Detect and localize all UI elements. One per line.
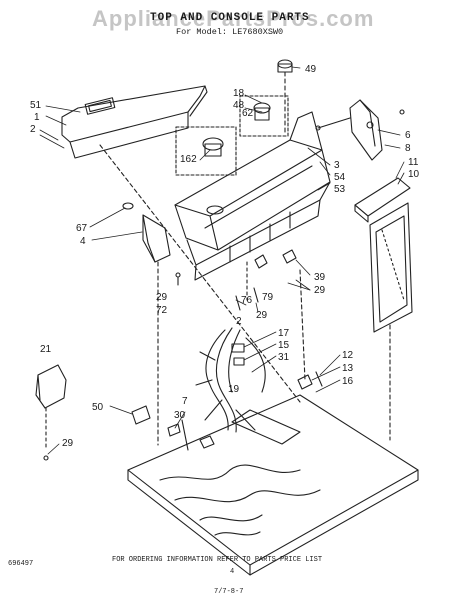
diagram-title: TOP AND CONSOLE PARTS: [150, 12, 310, 24]
callout-2: 2: [30, 124, 36, 135]
callout-10: 10: [408, 169, 420, 180]
callout-79: 79: [262, 292, 274, 303]
cabinet-top: [127, 394, 419, 576]
screws-clips: [175, 249, 297, 311]
watermark: AppliancePartsPros.com: [92, 6, 375, 31]
callout-4: 4: [80, 236, 86, 247]
page-number: 4: [230, 568, 235, 576]
callout-48: 48: [233, 100, 245, 111]
bracket-50: [131, 405, 151, 425]
figure-number: 696497: [8, 560, 34, 568]
callout-76: 76: [241, 295, 253, 306]
assembly-guide-lines: [99, 144, 391, 446]
callout-17: 17: [278, 328, 290, 339]
console-back-panel: [61, 85, 208, 159]
callout-labels: 49 51 1 2 18 48 62 162 3 54 53 6 8 11 10…: [30, 64, 420, 449]
callout-11: 11: [408, 157, 419, 168]
callout-19: 19: [228, 384, 240, 395]
wiring-harness: [195, 327, 266, 433]
callout-29-center: 29: [256, 310, 268, 321]
small-parts: [167, 371, 323, 451]
callout-29-right: 29: [314, 285, 326, 296]
callout-29-bottom: 29: [62, 438, 74, 449]
callout-49: 49: [305, 64, 317, 75]
console-end-cap-left: [122, 202, 171, 263]
callout-8: 8: [405, 143, 411, 154]
heater-assembly-21: [35, 364, 67, 461]
console-end-cap-right: [315, 99, 405, 161]
callout-13: 13: [342, 363, 354, 374]
callout-31: 31: [278, 352, 290, 363]
console-main: [174, 111, 331, 281]
callout-15: 15: [278, 340, 290, 351]
callout-50: 50: [92, 402, 104, 413]
callout-72: 72: [156, 305, 168, 316]
callout-12: 12: [342, 350, 354, 361]
callout-16: 16: [342, 376, 354, 387]
callout-2-center: 2: [236, 316, 242, 327]
callout-30: 30: [174, 410, 186, 421]
knob-49: [277, 59, 293, 136]
callout-1: 1: [34, 112, 40, 123]
callout-6: 6: [405, 130, 411, 141]
lint-filter-panel: [354, 177, 413, 333]
callout-51: 51: [30, 100, 42, 111]
callout-29-left: 29: [156, 292, 168, 303]
callout-54: 54: [334, 172, 346, 183]
model-line: For Model: LE7680XSW0: [176, 27, 284, 37]
callout-21: 21: [40, 344, 52, 355]
ordering-note: FOR ORDERING INFORMATION REFER TO PARTS …: [112, 556, 323, 564]
callout-62: 62: [242, 108, 254, 119]
leader-lines: [39, 66, 405, 455]
callout-39: 39: [314, 272, 326, 283]
callout-7: 7: [182, 396, 188, 407]
timer-switch-group: [175, 95, 289, 176]
callout-18: 18: [233, 88, 245, 99]
callout-53: 53: [334, 184, 346, 195]
callout-162: 162: [180, 154, 197, 165]
callout-3: 3: [334, 160, 340, 171]
callout-67: 67: [76, 223, 88, 234]
date-code: 7/7-8-7: [214, 588, 244, 596]
